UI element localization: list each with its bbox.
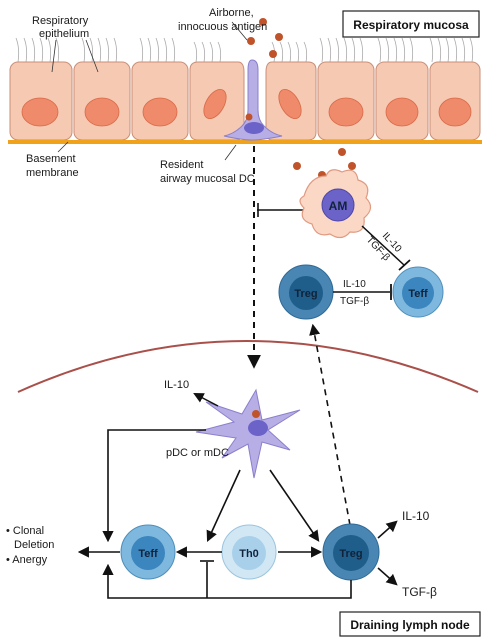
lymph-node-boundary: [17, 340, 479, 393]
treg-cell-lower: Treg: [322, 523, 380, 581]
basement-label-2: membrane: [26, 167, 79, 179]
respiratory-epithelium-label-1: Respiratory: [32, 15, 89, 27]
treg-migration-arrow: [309, 323, 351, 526]
resident-dc-nucleus: [244, 122, 264, 134]
respiratory-mucosa-box: Respiratory mucosa: [342, 10, 480, 38]
dc-il10-label: IL-10: [164, 379, 189, 391]
am-label: AM: [329, 199, 348, 213]
teff-lower-label: Teff: [138, 548, 158, 560]
respiratory-epithelium-label-2: epithelium: [39, 28, 89, 40]
treg-tgfb-label: TGF-β: [340, 296, 369, 307]
pdc-mdc-label: pDC or mDC: [166, 447, 229, 459]
th0-label: Th0: [239, 548, 259, 560]
teff-cell-upper: Teff: [392, 266, 444, 318]
antigen-label-1: Airborne,: [209, 7, 254, 19]
teff-cell-lower: Teff: [120, 524, 176, 580]
clonal-label: • Clonal: [6, 525, 44, 537]
resident-dc: [223, 59, 283, 141]
treg-upper-label: Treg: [294, 288, 317, 300]
treg-to-teff-inhibition: IL-10 TGF-β: [333, 279, 392, 307]
dc-il10-arrow: [193, 393, 219, 407]
treg-il10-arrow: [377, 520, 398, 539]
treg-lower-label: Treg: [339, 548, 362, 560]
treg-inhibit-th0: [200, 560, 214, 598]
lymph-node-dc: [195, 388, 301, 479]
treg-tgfb-arrow: [377, 567, 398, 586]
basement-label-1: Basement: [26, 153, 76, 165]
treg-lower-tgfb-label: TGF-β: [402, 585, 437, 599]
deletion-label: Deletion: [14, 539, 54, 551]
top-labels: Respiratory epithelium Airborne, innocuo…: [26, 7, 267, 185]
alveolar-macrophage: AM: [299, 169, 372, 239]
resident-dc-label-1: Resident: [160, 159, 203, 171]
teff-upper-label: Teff: [408, 288, 428, 300]
antigen-particles: [247, 18, 356, 179]
antigen-particle: [245, 113, 253, 121]
cilia: [15, 37, 474, 63]
resident-dc-label-2: airway mucosal DC: [160, 173, 255, 185]
draining-lymph-node-label: Draining lymph node: [350, 618, 470, 632]
anergy-label: • Anergy: [6, 554, 48, 566]
epithelial-nuclei: [21, 89, 472, 127]
respiratory-mucosa-label: Respiratory mucosa: [353, 18, 469, 32]
draining-lymph-node-box: Draining lymph node: [339, 611, 481, 637]
basement-membrane: [8, 140, 482, 144]
am-to-teff-inhibition: IL-10 TGF-β: [361, 225, 411, 271]
treg-il10-label: IL-10: [343, 279, 366, 290]
th0-cell: Th0: [221, 524, 277, 580]
lymph-arrows: [77, 429, 352, 599]
outcome-labels: • Clonal Deletion • Anergy: [6, 525, 54, 566]
treg-lower-il10-label: IL-10: [402, 509, 430, 523]
antigen-label-2: innocuous antigen: [178, 21, 267, 33]
treg-cell-upper: Treg: [278, 264, 334, 320]
label-pointers: [51, 21, 248, 161]
